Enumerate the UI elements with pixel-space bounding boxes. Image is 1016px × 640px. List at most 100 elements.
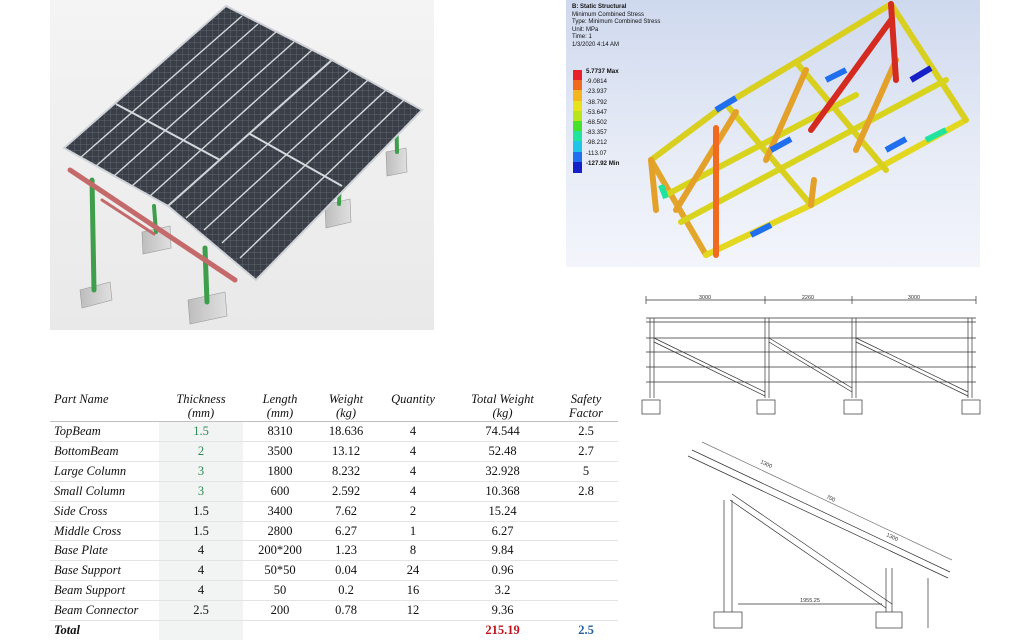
legend-label: -127.92 Min xyxy=(586,159,620,167)
table-cell-safety: 2.5 xyxy=(554,421,618,442)
table-header-row: Part Name Thickness(mm)Length(mm)Weight(… xyxy=(50,390,618,422)
table-cell-weight: 13.12 xyxy=(317,441,375,462)
side-dim-label: 1300 xyxy=(885,532,899,543)
table-cell-name: Base Plate xyxy=(50,540,159,562)
fea-line: Unit: MPa xyxy=(572,26,599,33)
legend-label: -113.07 xyxy=(586,149,607,157)
legend-swatch xyxy=(573,151,582,163)
table-cell-quantity: 2 xyxy=(375,501,451,522)
table-cell-length: 50 xyxy=(243,580,317,602)
table-cell-weight: 8.232 xyxy=(317,461,375,482)
legend-swatch xyxy=(573,131,582,143)
solar-array-render xyxy=(50,0,434,330)
side-elevation-svg: 1300 700 1300 1955.25 xyxy=(687,441,953,629)
fea-stress-plot: B: Static Structural Minimum Combined St… xyxy=(566,0,980,267)
total-safety: 2.5 xyxy=(554,620,618,640)
parts-table: Part Name Thickness(mm)Length(mm)Weight(… xyxy=(50,390,618,640)
table-cell-empty xyxy=(243,620,317,640)
table-cell-weight: 0.04 xyxy=(317,560,375,582)
table-cell-name: Beam Connector xyxy=(50,600,159,622)
table-cell-name: TopBeam xyxy=(50,421,159,442)
legend-label: -83.357 xyxy=(586,129,607,137)
table-cell-safety xyxy=(554,600,618,622)
table-cell-thickness: 4 xyxy=(159,540,243,562)
table-cell-length: 200*200 xyxy=(243,540,317,562)
fea-frame-drawing xyxy=(648,1,969,258)
table-cell-name: Base Support xyxy=(50,560,159,582)
table-cell-name: Middle Cross xyxy=(50,521,159,542)
table-cell-empty xyxy=(159,620,243,640)
legend-label: -38.792 xyxy=(586,98,607,106)
table-cell-weight: 7.62 xyxy=(317,501,375,522)
table-cell-length: 2800 xyxy=(243,521,317,542)
table-cell-thickness: 2 xyxy=(159,441,243,462)
legend-swatch xyxy=(573,70,582,81)
table-cell-weight: 2.592 xyxy=(317,481,375,502)
side-dim-label: 1300 xyxy=(759,459,773,470)
side-dim-label: 700 xyxy=(825,494,836,503)
column-header: Weight(kg) xyxy=(317,390,375,422)
table-cell-total: 52.48 xyxy=(451,441,554,462)
table-cell-length: 1800 xyxy=(243,461,317,482)
fea-header: B: Static Structural Minimum Combined St… xyxy=(572,4,660,50)
table-cell-safety: 2.8 xyxy=(554,481,618,502)
table-cell-thickness: 1.5 xyxy=(159,421,243,442)
front-dim-label: 3000 xyxy=(908,295,920,301)
table-cell-total: 9.36 xyxy=(451,600,554,622)
solar-array-render-drawing xyxy=(62,4,424,325)
table-cell-thickness: 2.5 xyxy=(159,600,243,622)
fea-title: B: Static Structural xyxy=(572,4,627,10)
legend-swatch xyxy=(573,100,582,112)
table-cell-safety xyxy=(554,580,618,602)
table-cell-total: 10.368 xyxy=(451,481,554,502)
table-cell-safety xyxy=(554,560,618,582)
total-label: Total xyxy=(50,620,159,640)
table-cell-empty xyxy=(375,620,451,640)
legend-label: -98.212 xyxy=(586,139,607,147)
table-cell-empty xyxy=(317,620,375,640)
front-elevation-drawing: 3000 2260 3000 xyxy=(636,292,982,418)
table-cell-name: Small Column xyxy=(50,481,159,502)
table-cell-total: 6.27 xyxy=(451,521,554,542)
legend-swatch xyxy=(573,161,582,173)
column-header: Length(mm) xyxy=(243,390,317,422)
table-cell-weight: 0.2 xyxy=(317,580,375,602)
legend-label: -53.647 xyxy=(586,108,607,116)
fea-line: Minimum Combined Stress xyxy=(572,11,645,18)
table-cell-name: Large Column xyxy=(50,461,159,482)
column-header: Quantity xyxy=(375,390,451,422)
table-cell-quantity: 1 xyxy=(375,521,451,542)
table-cell-safety xyxy=(554,521,618,542)
table-cell-thickness: 3 xyxy=(159,461,243,482)
legend-label: -9.0814 xyxy=(586,78,607,86)
total-weight: 215.19 xyxy=(451,620,554,640)
legend-swatch xyxy=(573,90,582,102)
table-cell-length: 3500 xyxy=(243,441,317,462)
table-cell-total: 3.2 xyxy=(451,580,554,602)
table-cell-length: 200 xyxy=(243,600,317,622)
table-cell-quantity: 4 xyxy=(375,461,451,482)
table-cell-safety xyxy=(554,501,618,522)
table-cell-quantity: 16 xyxy=(375,580,451,602)
column-header: Total Weight(kg) xyxy=(451,390,554,422)
fea-line: 1/3/2020 4:14 AM xyxy=(572,41,620,48)
column-header: Thickness(mm) xyxy=(159,390,243,422)
legend-swatch xyxy=(573,141,582,153)
table-cell-thickness: 1.5 xyxy=(159,521,243,542)
front-elevation-svg: 3000 2260 3000 xyxy=(641,295,981,415)
legend-label: 5.7737 Max xyxy=(586,68,619,75)
fea-line: Type: Minimum Combined Stress xyxy=(572,19,661,26)
legend-swatch xyxy=(573,110,582,122)
table-cell-length: 600 xyxy=(243,481,317,502)
table-cell-name: Side Cross xyxy=(50,501,159,522)
table-cell-quantity: 4 xyxy=(375,421,451,442)
